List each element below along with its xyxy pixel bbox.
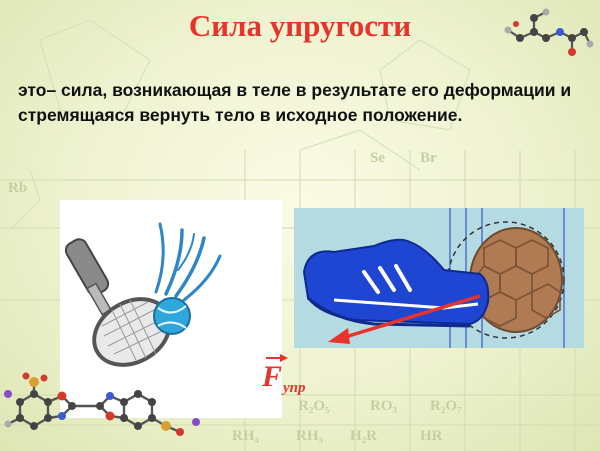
bg-cell: HR: [420, 428, 443, 444]
bg-cell: RO₃: [370, 398, 397, 414]
molecule-model-icon: [504, 8, 594, 56]
bg-cell: R₂O₇: [430, 398, 462, 414]
bg-cell: H₂R: [350, 428, 377, 444]
shoe-kick-illustration: [294, 208, 584, 348]
vector-arrow-icon: [266, 354, 288, 362]
tennis-racket-icon: [64, 222, 222, 367]
sneaker-icon: [302, 208, 565, 348]
force-vector-arrow: [328, 294, 481, 344]
definition-text: это– сила, возникающая в теле в результа…: [18, 80, 572, 125]
slide-title: Сила упругости: [188, 8, 412, 43]
racket-illustration: [60, 200, 282, 418]
indigo-molecule-icon: [4, 372, 200, 436]
bg-cell: RH₃: [296, 428, 323, 444]
bg-cell: Se: [370, 150, 385, 166]
bg-cell: R₂O₅: [298, 398, 330, 414]
bg-cell: Rb: [8, 180, 28, 196]
force-subscript: упр: [283, 380, 306, 396]
force-symbol: F: [262, 360, 283, 393]
bg-cell: RH₄: [232, 428, 259, 444]
bg-cell: Br: [420, 150, 437, 166]
